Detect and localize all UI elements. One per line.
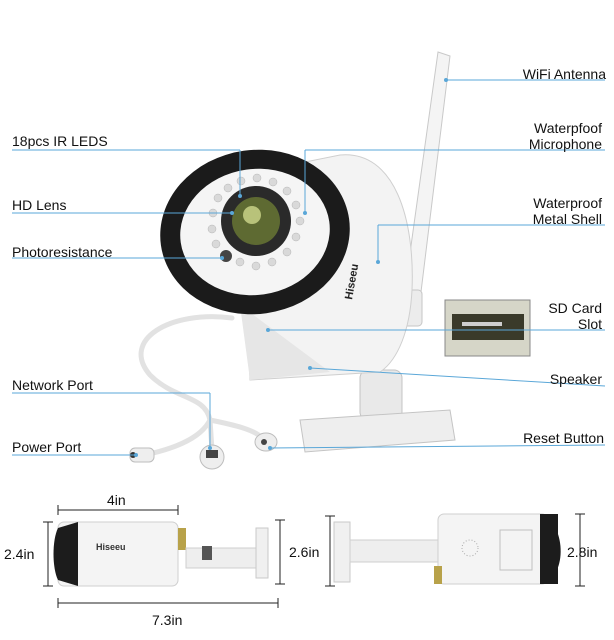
sd-card-label-line2: Slot [577, 316, 602, 332]
microphone-label-line2: Microphone [528, 136, 602, 152]
shell-label-line2: Metal Shell [532, 211, 602, 227]
dimension-length-total: 7.3in [152, 612, 183, 628]
speaker-label: Speaker [549, 371, 602, 387]
sd-card-label-line1: SD Card [548, 300, 602, 316]
mount-graphic [299, 369, 456, 453]
power-port-label: Power Port [12, 439, 82, 455]
ir-led-ring [207, 173, 305, 271]
network-port-label: Network Port [12, 377, 93, 393]
microphone-label-line1: Waterpfoof [534, 120, 602, 136]
cable-connectors [129, 432, 278, 470]
ir-leds-label: 18pcs IR LEDS [12, 133, 108, 149]
hd-lens-label: HD Lens [12, 197, 67, 213]
dimension-width-top: 4in [107, 492, 126, 508]
dimension-lines [43, 505, 585, 608]
side-view-right [333, 513, 561, 585]
svg-text:Hiseeu: Hiseeu [96, 542, 126, 552]
callout-lines [12, 79, 606, 456]
dimension-height-mid: 2.6in [289, 544, 320, 560]
reset-button-label: Reset Button [523, 430, 604, 446]
dimension-height-left: 2.4in [4, 546, 35, 562]
wifi-antenna-label: WiFi Antenna [522, 66, 606, 82]
callout-dots [134, 78, 448, 457]
photoresistance-label: Photoresistance [12, 244, 113, 260]
cable-graphic [137, 314, 265, 459]
camera-body-graphic: Hiseeu [160, 149, 413, 381]
side-view-left: Hiseeu [53, 521, 269, 587]
shell-label-line1: Waterproof [533, 195, 602, 211]
dimension-height-right: 2.8in [567, 544, 598, 560]
sd-card-inset [444, 299, 531, 357]
